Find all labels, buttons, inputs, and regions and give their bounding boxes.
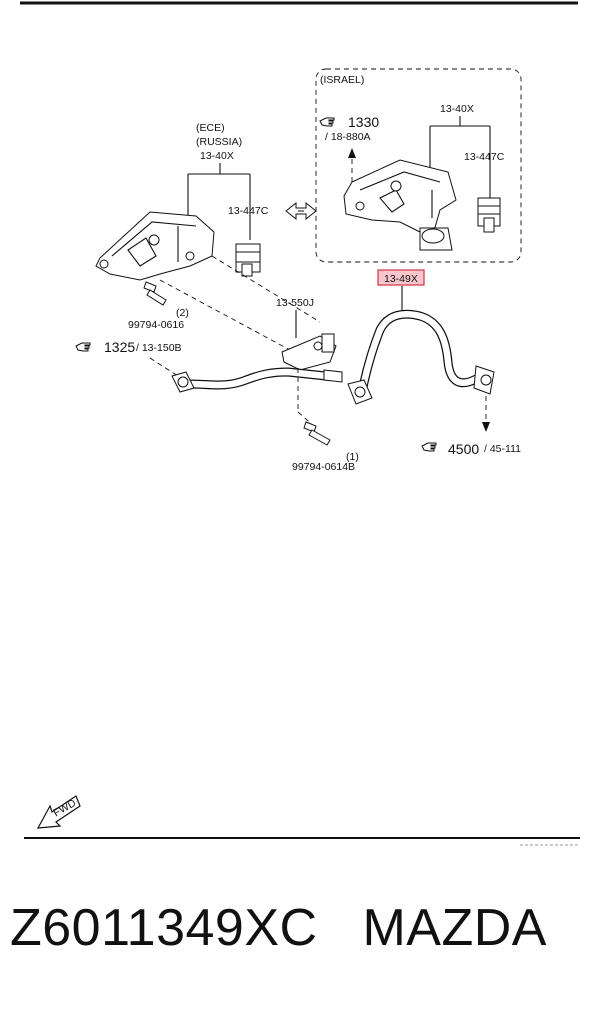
- ref-1325[interactable]: 1325: [104, 339, 135, 355]
- israel-mount-bracket: [343, 159, 457, 251]
- bracket-13-550j-label[interactable]: 13-550J: [276, 297, 314, 309]
- ece-13-40x-label[interactable]: 13-40X: [200, 150, 234, 162]
- ref-4500[interactable]: 4500: [448, 441, 479, 457]
- ece-clip-13-447c: [235, 243, 261, 277]
- ref-18-880a[interactable]: / 18-880A: [325, 131, 371, 143]
- israel-group-box: [315, 68, 522, 263]
- footer-brand: MAZDA: [362, 899, 547, 957]
- double-arrow-icon: [285, 201, 317, 221]
- russia-label: (RUSSIA): [196, 136, 242, 148]
- bolt-99794-0614b: [303, 421, 331, 446]
- left-hose: [171, 367, 343, 393]
- israel-group-label: (ISRAEL): [320, 74, 364, 86]
- part-13-49x-label[interactable]: 13-49X: [384, 273, 418, 285]
- bolt-99794-0616-label[interactable]: 99794-0616: [128, 319, 184, 331]
- bracket-13-550j: [281, 333, 337, 371]
- bolt-99794-0614b-label[interactable]: 99794-0614B: [292, 461, 355, 473]
- ece-label: (ECE): [196, 122, 225, 134]
- pointing-hand-icon: [319, 117, 335, 127]
- fwd-arrow-icon: FWD: [36, 795, 81, 829]
- bolt-qty-2: (2): [176, 307, 189, 319]
- ece-mount-bracket: [95, 211, 215, 281]
- ref-13-150b[interactable]: / 13-150B: [136, 342, 182, 354]
- footer-part-info: Z6011349XC MAZDA: [10, 898, 590, 968]
- bolt-99794-0616: [143, 281, 167, 306]
- israel-clip-13-447c: [477, 197, 501, 233]
- israel-13-447c-label[interactable]: 13-447C: [464, 151, 505, 163]
- ece-13-447c-label[interactable]: 13-447C: [228, 205, 269, 217]
- israel-13-40x-label[interactable]: 13-40X: [440, 103, 474, 115]
- highlight-box: [377, 269, 425, 286]
- ref-1330[interactable]: 1330: [348, 114, 379, 130]
- ref-45-111[interactable]: / 45-111: [484, 443, 521, 455]
- bolt-qty-1: (1): [346, 451, 359, 463]
- pointing-hand-icon: [421, 442, 437, 452]
- pointing-hand-icon: [75, 342, 91, 352]
- footer-part-number: Z6011349XC: [10, 899, 318, 957]
- hose-13-49x: [347, 309, 495, 405]
